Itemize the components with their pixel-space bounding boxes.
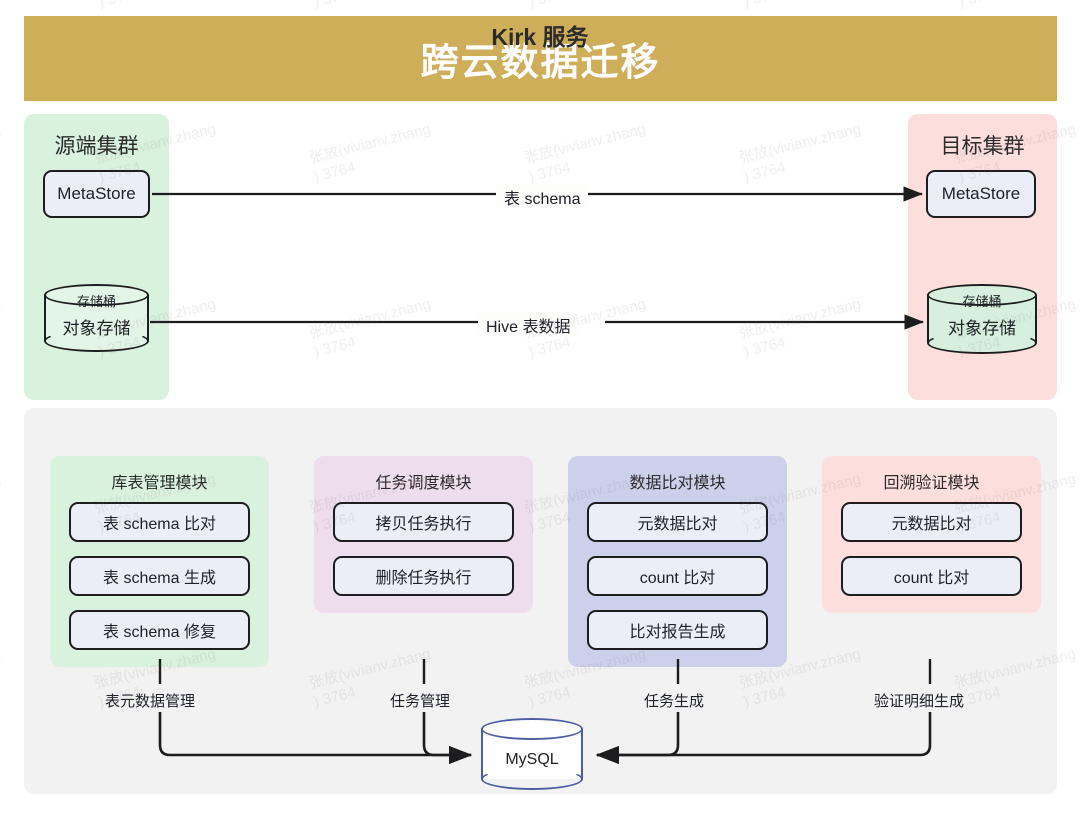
watermark-text: 张放(vivianv.zhang) 3764 (522, 120, 648, 186)
target-object-storage-label: 对象存储 (948, 319, 1016, 338)
cylinder-top (44, 284, 149, 306)
watermark-text: 张放(vivianv.zhang) 3764 (307, 295, 433, 361)
edge-label-schema: 表 schema (496, 185, 589, 209)
watermark-text: 张放(vivianv.zhang) 3764 (307, 0, 437, 12)
module-title: 库表管理模块 (111, 475, 208, 492)
watermark-text: 张放(vivianv.zhang) 3764 (0, 295, 3, 343)
cylinder-bottom (927, 332, 1037, 354)
flow-label-table-metadata: 表元数据管理 (105, 693, 196, 710)
module-item[interactable]: 元数据比对 (587, 502, 768, 542)
module-item[interactable]: 表 schema 修复 (69, 610, 250, 650)
flow-label-task-generation: 任务生成 (644, 693, 705, 710)
target-bucket-label: 存储桶 (962, 294, 1002, 309)
source-metastore-node[interactable]: MetaStore (43, 170, 150, 218)
flow-label-verification-detail: 验证明细生成 (874, 693, 965, 710)
watermark-text: 张放(vivianv.zhang) 3764 (952, 0, 1080, 12)
source-cluster-title: 源端集群 (54, 135, 139, 158)
title-banner: 跨云数据迁移 (24, 16, 1057, 101)
module-items: 元数据比对 count 比对 (822, 502, 1041, 613)
module-item[interactable]: count 比对 (841, 556, 1022, 596)
mysql-label: MySQL (505, 751, 559, 768)
cylinder-bottom (44, 330, 149, 352)
module-card-data-comparison[interactable]: 数据比对模块 元数据比对 count 比对 比对报告生成 (568, 456, 787, 667)
edge-label-hive-data: Hive 表数据 (478, 313, 579, 337)
watermark-text: 张放(vivianv.zhang) 3764 (737, 0, 867, 12)
source-object-storage-label: 对象存储 (62, 319, 131, 338)
page-title: 跨云数据迁移 (420, 42, 661, 84)
source-cluster-panel: 源端集群 (24, 114, 169, 400)
module-card-traceback-verification[interactable]: 回溯验证模块 元数据比对 count 比对 (822, 456, 1041, 613)
module-items: 拷贝任务执行 删除任务执行 (314, 502, 533, 613)
module-item[interactable]: 比对报告生成 (587, 610, 768, 650)
cylinder-bottom (481, 768, 583, 790)
target-cluster-title: 目标集群 (940, 135, 1025, 158)
module-items: 表 schema 比对 表 schema 生成 表 schema 修复 (50, 502, 269, 667)
module-card-table-management[interactable]: 库表管理模块 表 schema 比对 表 schema 生成 表 schema … (50, 456, 269, 667)
watermark-text: 张放(vivianv.zhang) 3764 (737, 120, 863, 186)
module-item[interactable]: 表 schema 比对 (69, 502, 250, 542)
module-item[interactable]: 表 schema 生成 (69, 556, 250, 596)
source-bucket-label: 存储桶 (76, 294, 116, 309)
target-metastore-label: MetaStore (941, 184, 1021, 203)
watermark-text: 张放(vivianv.zhang) 3764 (0, 120, 3, 168)
watermark-text: 张放(vivianv.zhang) 3764 (92, 0, 222, 12)
module-item[interactable]: count 比对 (587, 556, 768, 596)
watermark-text: 张放(vivianv.zhang) 3764 (522, 0, 652, 12)
module-title: 回溯验证模块 (883, 475, 980, 492)
watermark-text: 张放(vivianv.zhang) 3764 (737, 295, 863, 361)
cylinder-top (927, 284, 1037, 306)
module-title: 任务调度模块 (375, 475, 472, 492)
watermark-text: 张放(vivianv.zhang) 3764 (307, 120, 433, 186)
kirk-service-title: Kirk 服务 (491, 24, 589, 50)
module-items: 元数据比对 count 比对 比对报告生成 (568, 502, 787, 667)
watermark-text: 张放(vivianv.zhang) 3764 (0, 470, 3, 518)
watermark-text: 张放(vivianv.zhang) 3764 (0, 645, 3, 693)
module-title: 数据比对模块 (629, 475, 726, 492)
source-metastore-label: MetaStore (57, 184, 136, 203)
target-object-storage-cylinder[interactable]: 存储桶 对象存储 (927, 284, 1037, 354)
watermark-text: 张放(vivianv.zhang) 3764 (0, 0, 7, 12)
cylinder-top (481, 718, 583, 740)
mysql-database-cylinder[interactable]: MySQL (481, 718, 583, 790)
module-item[interactable]: 删除任务执行 (333, 556, 514, 596)
module-item[interactable]: 元数据比对 (841, 502, 1022, 542)
target-cluster-panel: 目标集群 (908, 114, 1057, 400)
flow-label-task-management: 任务管理 (390, 693, 451, 710)
target-metastore-node[interactable]: MetaStore (926, 170, 1036, 218)
module-card-task-scheduling[interactable]: 任务调度模块 拷贝任务执行 删除任务执行 (314, 456, 533, 613)
module-item[interactable]: 拷贝任务执行 (333, 502, 514, 542)
source-object-storage-cylinder[interactable]: 存储桶 对象存储 (44, 284, 149, 352)
